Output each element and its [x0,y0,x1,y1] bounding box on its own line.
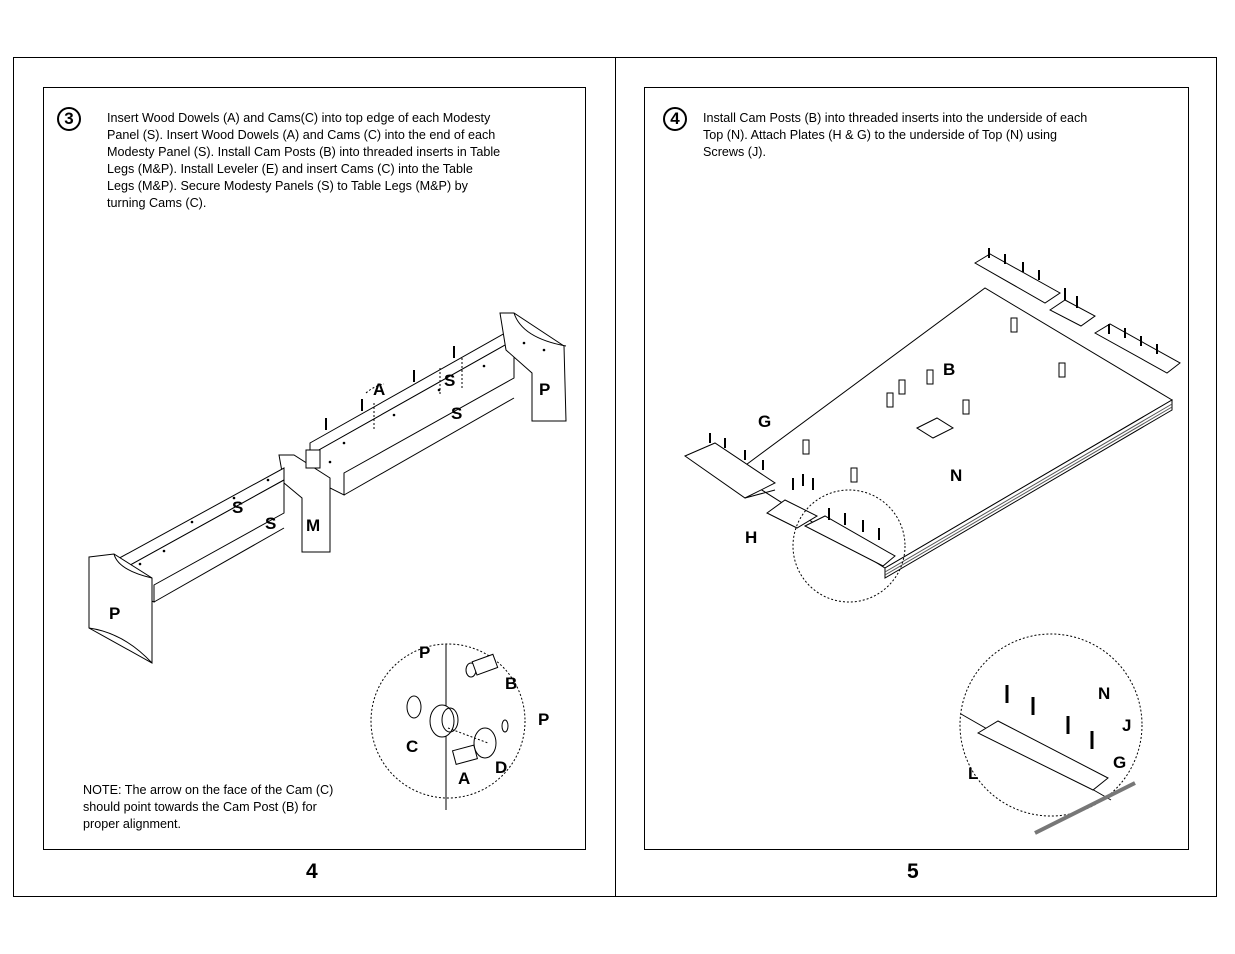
page-number: 5 [907,860,919,883]
detail-label-b: B [505,674,517,693]
label-p-right: P [539,380,550,399]
step-number-badge: 4 [663,107,687,131]
detail-label-a: A [458,769,470,788]
step-4-instructions: Install Cam Posts (B) into threaded inse… [703,111,1088,159]
detail-label-n: N [1098,684,1110,703]
label-n: N [950,466,962,485]
detail-label-g: G [1113,753,1126,772]
cam-alignment-note: NOTE: The arrow on the face of the Cam (… [83,783,334,831]
cam-detail-circle [370,643,526,810]
step-3-instructions: Insert Wood Dowels (A) and Cams(C) into … [107,111,501,210]
label-b: B [943,360,955,379]
label-s-lower-1: S [232,498,243,517]
left-page: 3 Insert Wood Dowels (A) and Cams(C) int… [13,57,616,897]
right-page: 4 Install Cam Posts (B) into threaded in… [615,57,1217,897]
detail-label-p-1: P [419,643,430,662]
page-number: 4 [306,860,318,883]
detail-label-c: C [406,737,418,756]
detail-label-l: L [968,764,978,783]
detail-label-j: J [1122,716,1131,735]
step-3-frame: 3 Insert Wood Dowels (A) and Cams(C) int… [43,87,586,850]
tabletop-plates-diagram: B G N H N J L G [683,248,1181,835]
detail-label-d: D [495,758,507,777]
label-g: G [758,412,771,431]
step-number-badge: 3 [57,107,81,131]
label-m: M [306,516,320,535]
label-s-upper-1: S [444,371,455,390]
step-4-frame: 4 Install Cam Posts (B) into threaded in… [644,87,1189,850]
screw-detail-circle [959,633,1143,835]
table-legs-assembly-diagram: A S S P S S M P [88,312,567,810]
detail-label-p-2: P [538,710,549,729]
label-h: H [745,528,757,547]
label-p-left: P [109,604,120,623]
label-s-upper-2: S [451,404,462,423]
label-s-lower-2: S [265,514,276,533]
label-a: A [373,380,385,399]
